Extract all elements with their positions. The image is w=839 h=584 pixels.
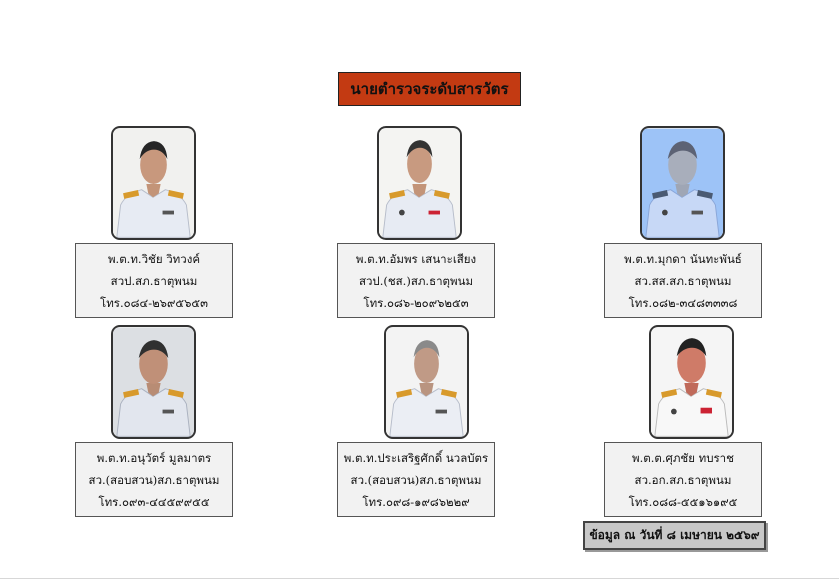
officer-name: พ.ต.ท.อนุวัตร์ มูลมาตร xyxy=(96,450,212,465)
officer-phone: โทร.๐๘๔-๒๖๙๕๖๕๓ xyxy=(100,295,208,310)
officer-phone: โทร.๐๘๘-๕๕๑๖๑๙๕ xyxy=(628,494,738,509)
officer-phone: โทร.๐๘๒-๓๔๘๓๓๓๘ xyxy=(628,295,738,310)
portrait-figure xyxy=(642,128,723,238)
officer-position: สว.อก.สภ.ธาตุพนม xyxy=(634,472,732,487)
portrait-figure xyxy=(651,327,732,437)
officer-photo xyxy=(384,325,469,439)
officer-name: พ.ต.ท.ประเสริฐศักดิ์ นวลบัตร xyxy=(343,450,489,465)
officer-card: พ.ต.ท.มุกดา นันทะพันธ์ สว.สส.สภ.ธาตุพนม … xyxy=(604,243,762,318)
officer-card: พ.ต.ท.วิชัย วิทวงค์ สวป.สภ.ธาตุพนม โทร.๐… xyxy=(75,243,233,318)
officer-name: พ.ต.ท.อัมพร เสนาะเสียง xyxy=(355,251,477,266)
officer-position: สว.(สอบสวน)สภ.ธาตุพนม xyxy=(88,472,220,487)
officer-photo xyxy=(640,126,725,240)
officer-position: สวป.สภ.ธาตุพนม xyxy=(110,273,198,288)
officer-photo xyxy=(649,325,734,439)
officer-phone: โทร.๐๘๖-๒๐๙๖๒๕๓ xyxy=(363,295,469,310)
officer-phone: โทร.๐๙๓-๔๔๕๙๙๕๕ xyxy=(98,494,210,509)
officer-name: พ.ต.ต.ศุภชัย ทบราช xyxy=(632,450,734,465)
officer-card: พ.ต.ต.ศุภชัย ทบราช สว.อก.สภ.ธาตุพนม โทร.… xyxy=(604,442,762,517)
officer-position: สวป.(ชส.)สภ.ธาตุพนม xyxy=(358,273,474,288)
officer-position: สว.สส.สภ.ธาตุพนม xyxy=(634,273,732,288)
officer-position: สว.(สอบสวน)สภ.ธาตุพนม xyxy=(350,472,482,487)
page-title: นายตำรวจระดับสารวัตร xyxy=(338,72,521,106)
officer-name: พ.ต.ท.มุกดา นันทะพันธ์ xyxy=(624,251,742,266)
officer-phone: โทร.๐๙๘-๑๙๘๖๒๒๙ xyxy=(362,494,470,509)
officer-photo xyxy=(111,325,196,439)
officer-photo xyxy=(111,126,196,240)
page-bottom-divider xyxy=(0,578,839,579)
officer-card: พ.ต.ท.อนุวัตร์ มูลมาตร สว.(สอบสวน)สภ.ธาต… xyxy=(75,442,233,517)
officer-name: พ.ต.ท.วิชัย วิทวงค์ xyxy=(107,251,201,266)
officer-card: พ.ต.ท.อัมพร เสนาะเสียง สวป.(ชส.)สภ.ธาตุพ… xyxy=(337,243,495,318)
data-date-note: ข้อมูล ณ วันที่ ๘ เมษายน ๒๕๖๙ xyxy=(583,521,766,550)
portrait-figure xyxy=(386,327,467,437)
portrait-figure xyxy=(379,128,460,238)
officer-card: พ.ต.ท.ประเสริฐศักดิ์ นวลบัตร สว.(สอบสวน)… xyxy=(337,442,495,517)
portrait-figure xyxy=(113,128,194,238)
portrait-figure xyxy=(113,327,194,437)
officer-photo xyxy=(377,126,462,240)
